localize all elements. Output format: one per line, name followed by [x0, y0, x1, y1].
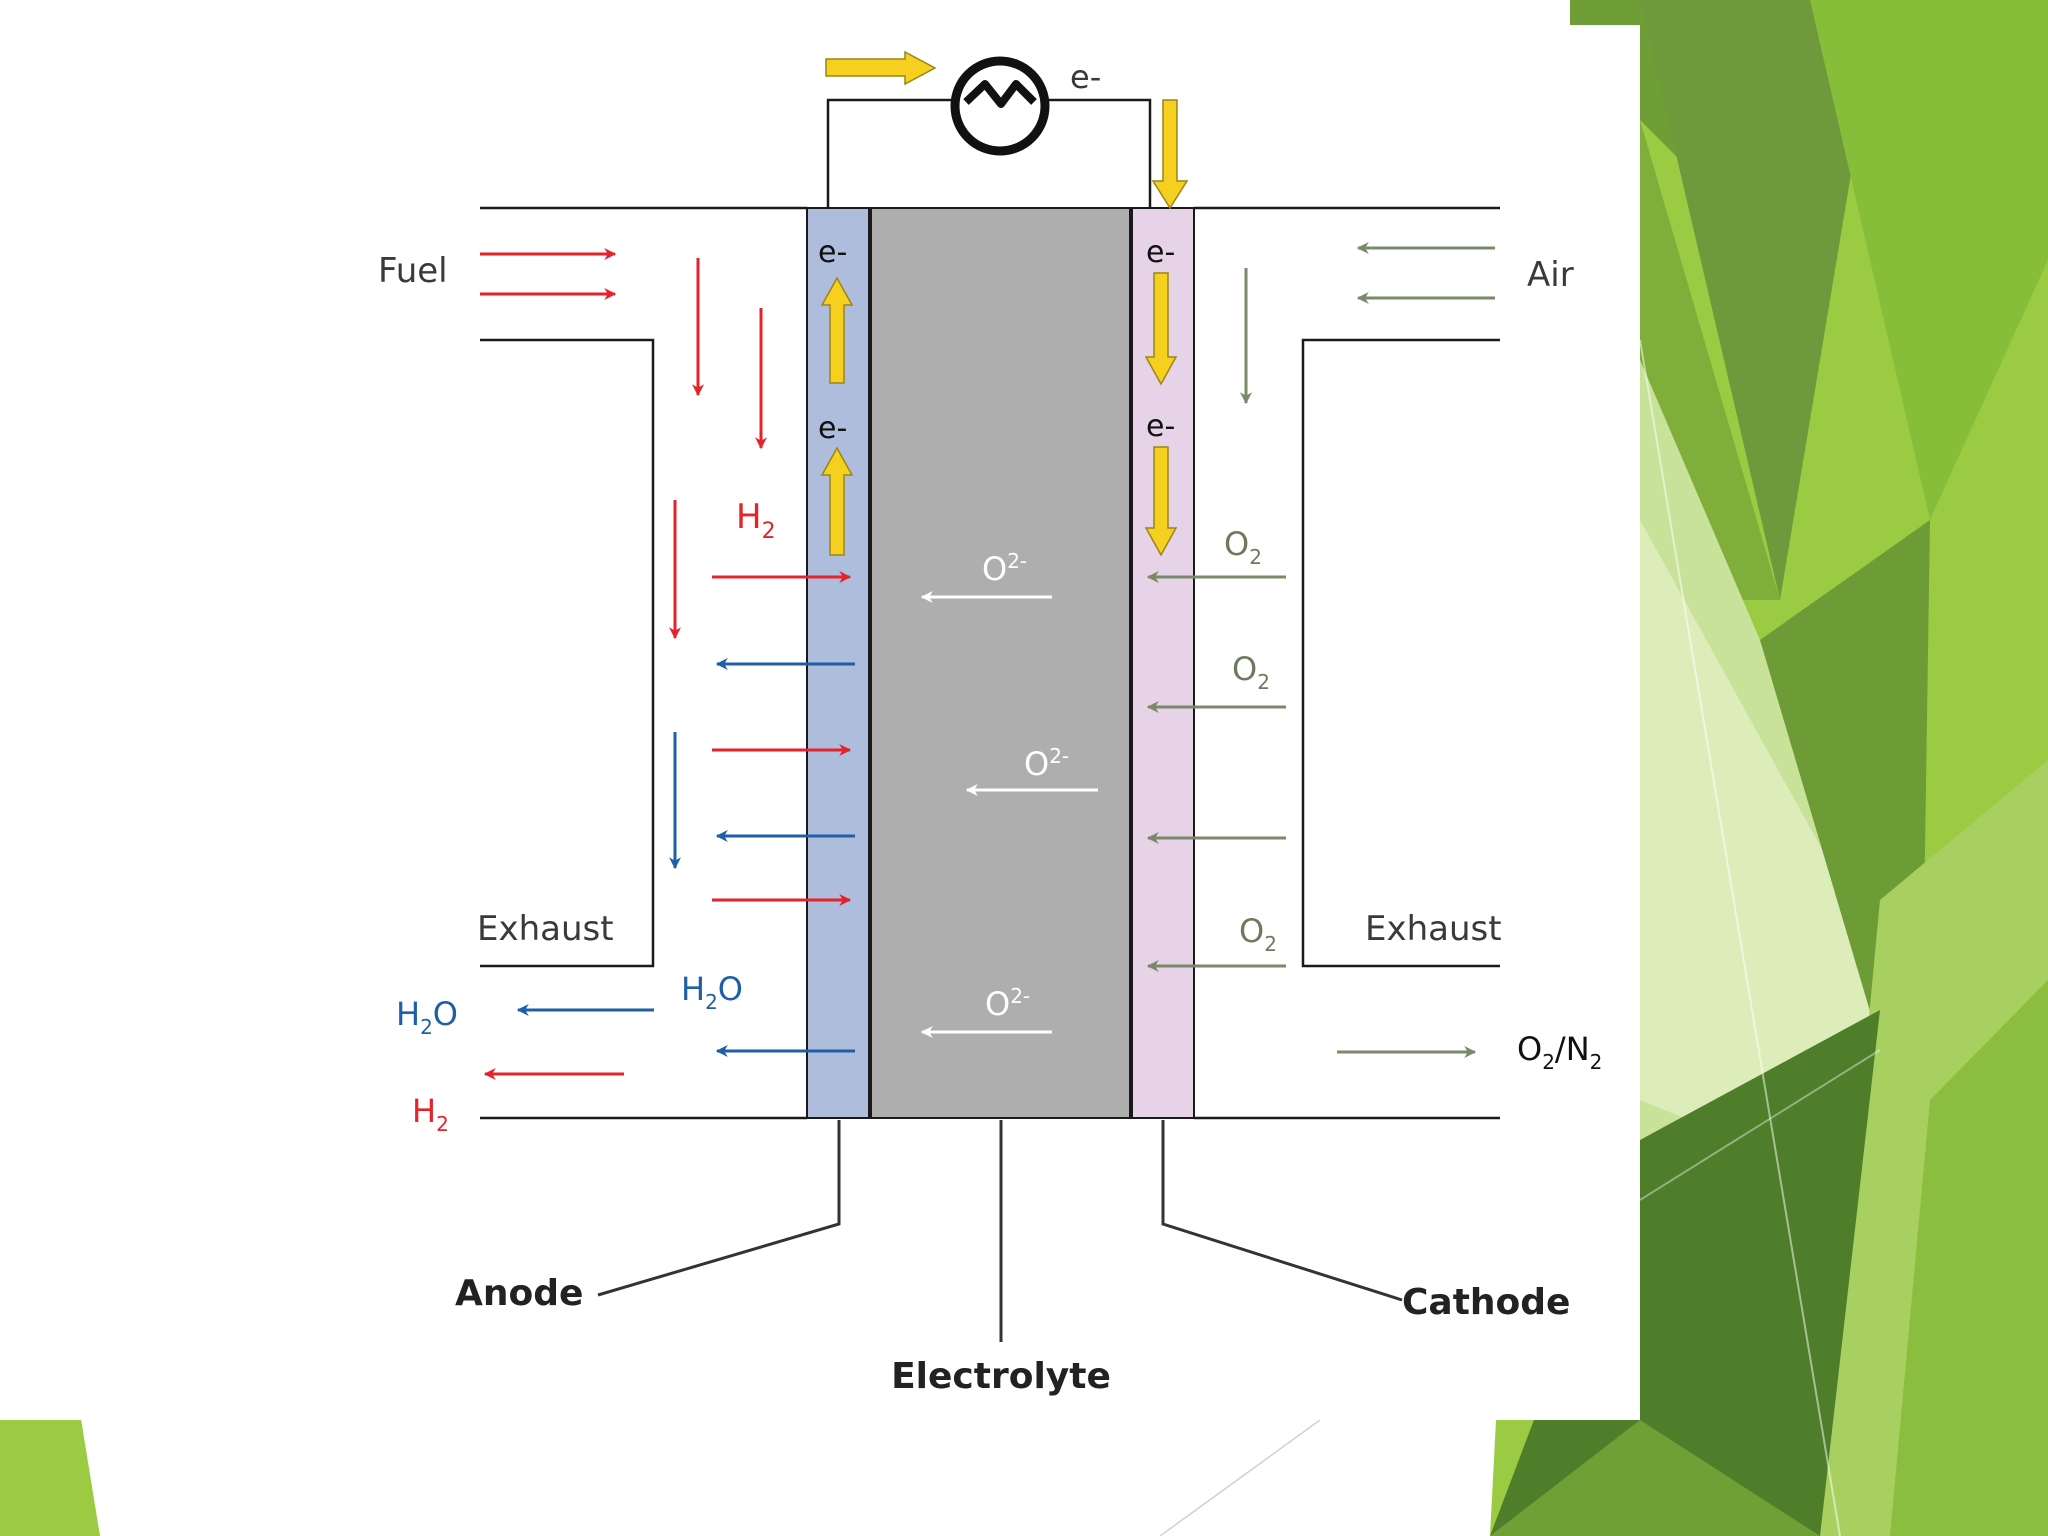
cathode-electron-arrow	[1144, 446, 1178, 557]
air-arrows	[1146, 242, 1495, 1058]
o2-label: O2	[1232, 650, 1270, 694]
electron-label: e-	[1146, 409, 1175, 444]
h2-in-label: H2	[736, 497, 776, 544]
external-circuit	[826, 98, 1152, 208]
channel-walls	[480, 206, 1500, 1120]
circuit-electron-label: e-	[1070, 58, 1101, 96]
green-facet	[1490, 1420, 1820, 1536]
electrolyte-label: Electrolyte	[891, 1356, 1111, 1397]
electron-label: e-	[818, 235, 847, 270]
anode-electron-arrow	[820, 276, 854, 384]
anode-label: Anode	[455, 1273, 583, 1314]
anode-electron-arrow	[820, 446, 854, 556]
electron-label: e-	[1146, 235, 1175, 270]
circuit-electron-arrow	[825, 50, 937, 86]
labels: Fuel Air Exhaust Exhaust e- e- e- e- e- …	[378, 58, 1602, 1397]
exhaust-left-label: Exhaust	[477, 909, 614, 949]
oxide-arrows	[920, 591, 1098, 1038]
fuel-arrows	[480, 248, 852, 1080]
oxide-ion-label: O2-	[1024, 744, 1069, 783]
decoration-line	[1159, 1419, 1321, 1536]
leader-lines	[597, 1120, 1403, 1342]
green-facet	[1890, 980, 2048, 1536]
oxide-ion-label: O2-	[982, 549, 1027, 588]
water-arrows	[516, 658, 855, 1057]
circuit-electron-arrow	[1151, 99, 1189, 210]
exhaust-right-label: Exhaust	[1365, 909, 1502, 949]
o2-n2-label: O2/N2	[1517, 1030, 1602, 1074]
air-label: Air	[1527, 255, 1574, 295]
cell-structure	[480, 56, 1500, 1342]
h2o-in-label: H2O	[681, 970, 743, 1014]
cathode-label: Cathode	[1402, 1282, 1570, 1323]
h2o-out-label: H2O	[396, 995, 458, 1039]
electron-arrows	[820, 50, 1189, 557]
oxide-ion-label: O2-	[985, 984, 1030, 1023]
green-facet	[1640, 0, 1880, 600]
facet-line	[1639, 1049, 1881, 1201]
fuel-label: Fuel	[378, 251, 448, 291]
green-facet	[1810, 0, 2048, 520]
o2-label: O2	[1239, 912, 1277, 956]
electrolyte-layer	[870, 207, 1131, 1119]
electron-label: e-	[818, 411, 847, 446]
load-icon	[950, 56, 1050, 156]
h2-out-label: H2	[412, 1092, 449, 1136]
facet-line	[1639, 339, 1841, 1536]
o2-label: O2	[1224, 525, 1262, 569]
cathode-electron-arrow	[1144, 272, 1178, 386]
